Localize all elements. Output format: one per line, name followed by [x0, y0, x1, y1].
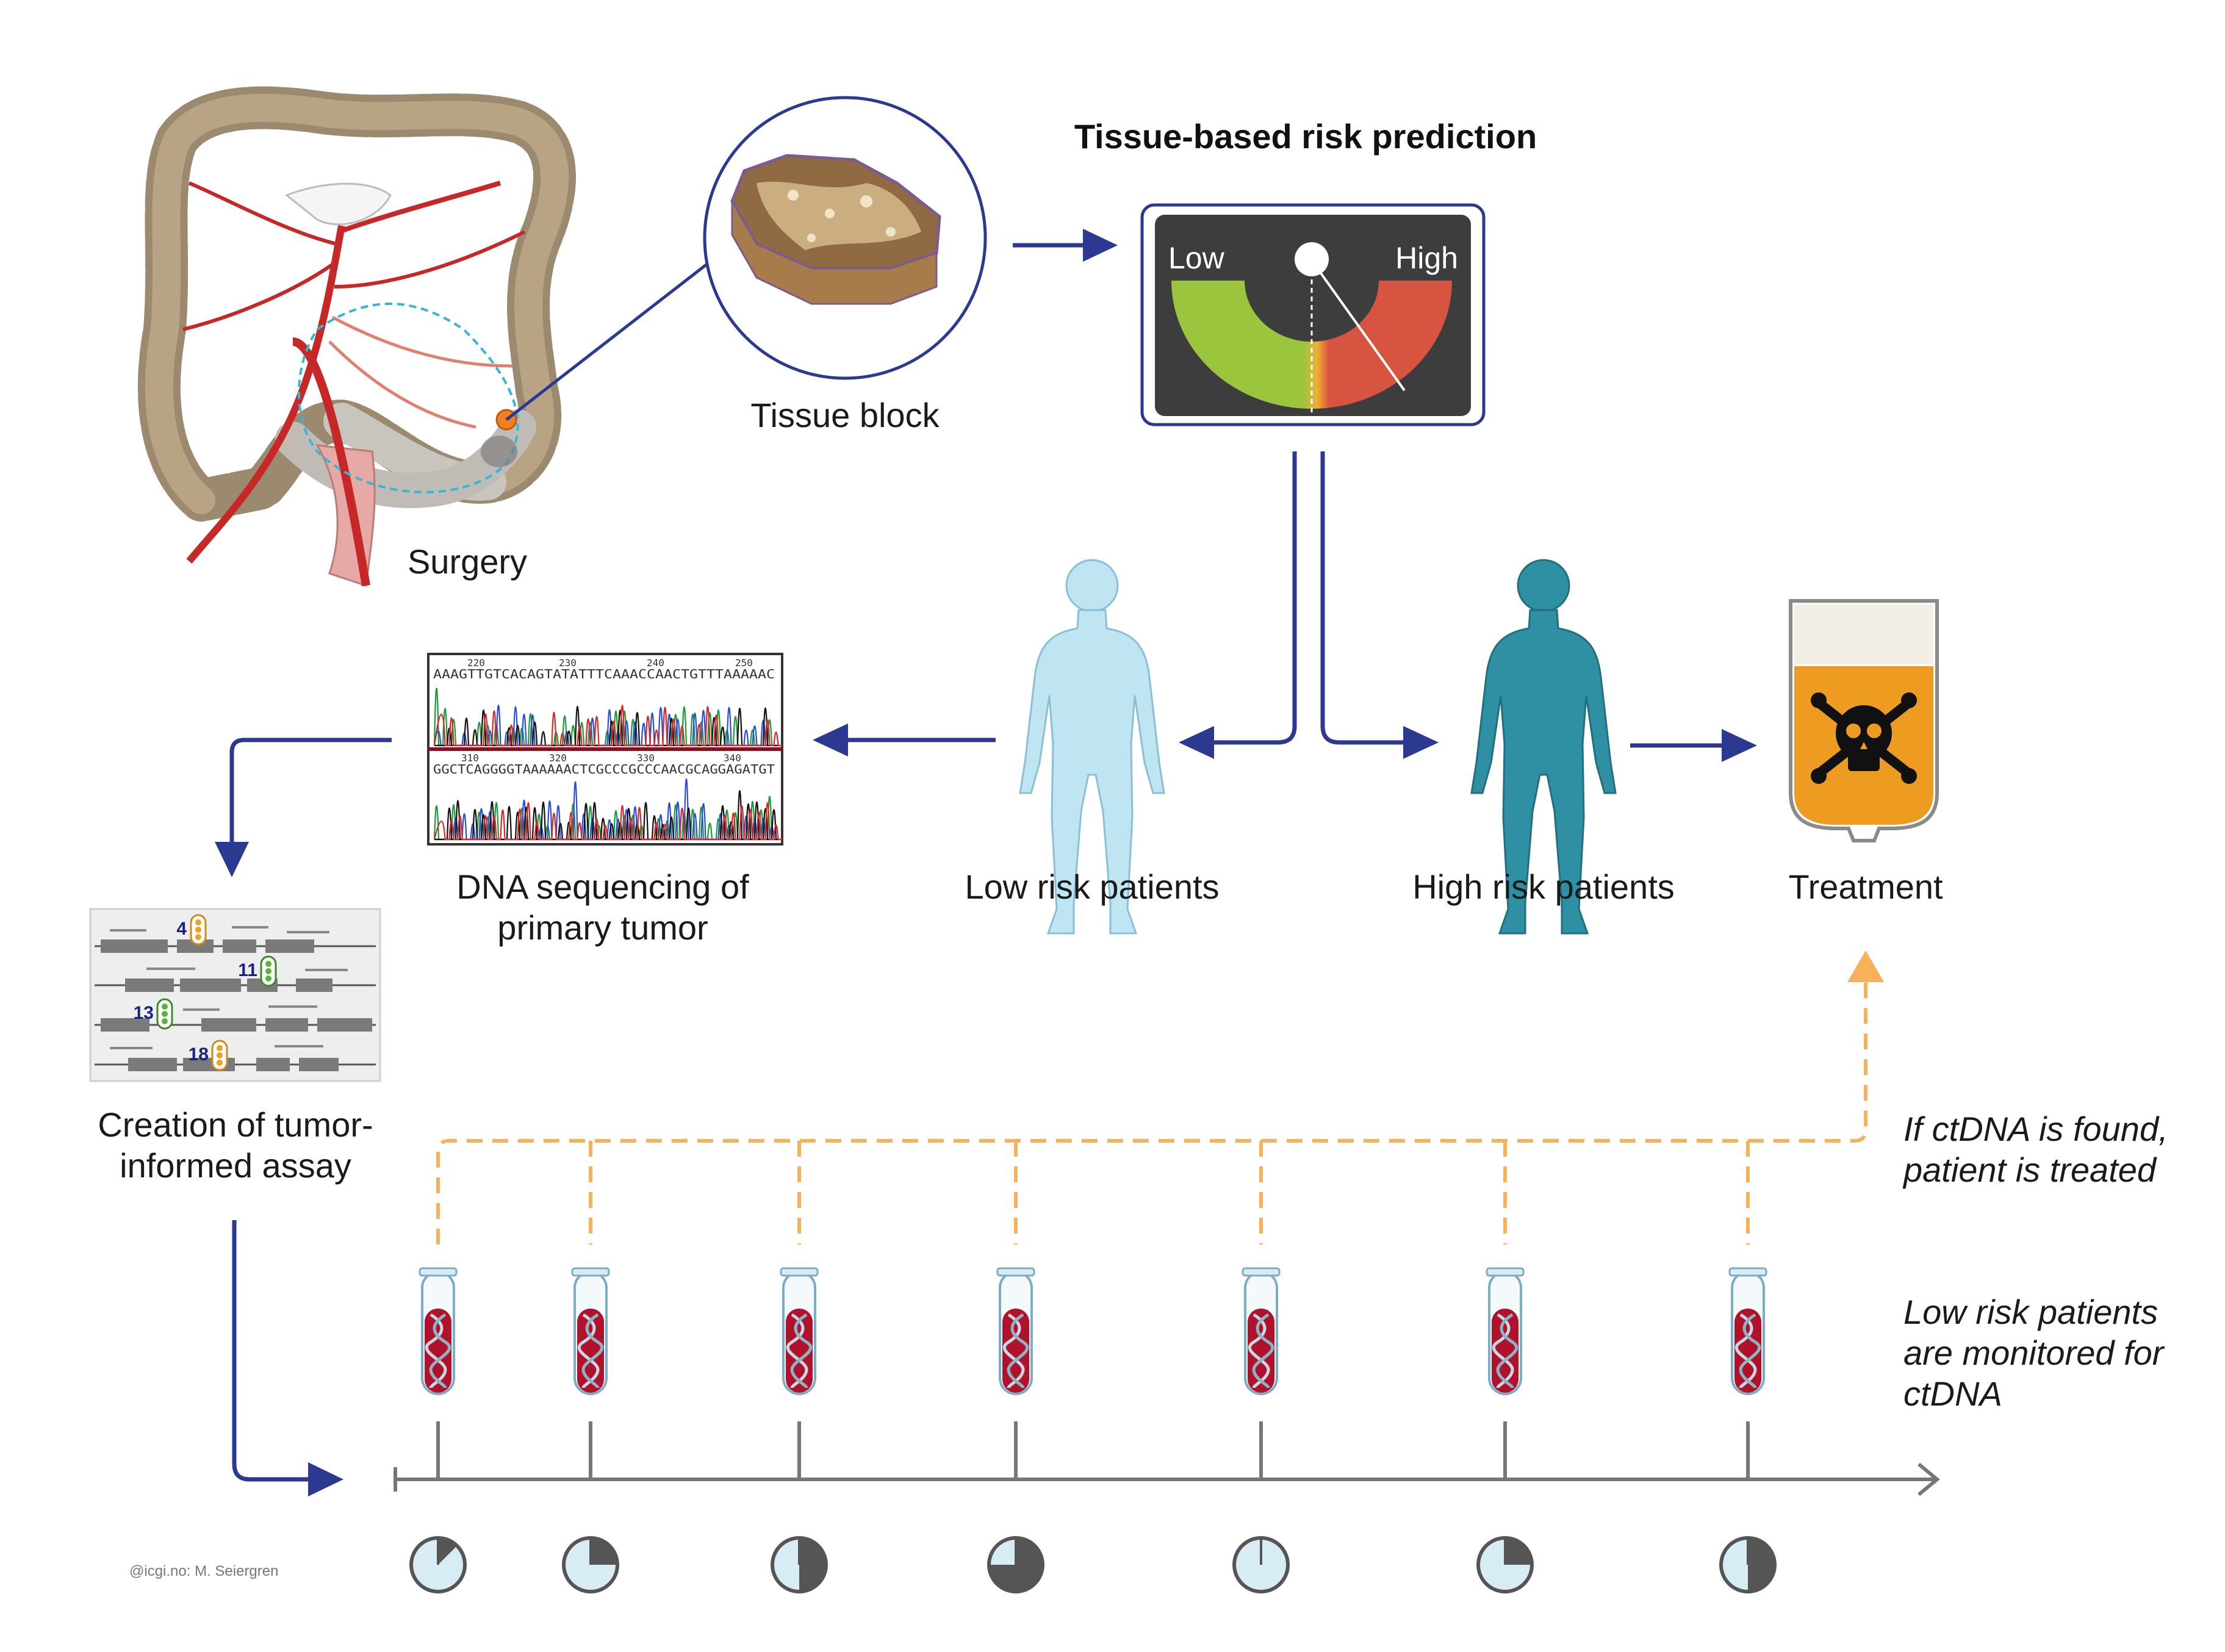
- arrowhead-to-sequencing: [813, 724, 848, 756]
- arrow-to-assay: [229, 738, 392, 842]
- risk-gauge: Low High: [1140, 203, 1486, 426]
- clock-icon: [1232, 1536, 1290, 1593]
- assay-illustration: 4 11 13 18: [89, 908, 381, 1082]
- ctdna-found-line1: If ctDNA is found,: [1903, 1110, 2168, 1148]
- tissue-block-label: Tissue block: [750, 396, 940, 434]
- arrow-to-timeline: [232, 1220, 308, 1482]
- monitored-line3: ctDNA: [1903, 1374, 2002, 1413]
- arrow-to-low-risk: [1214, 451, 1297, 745]
- colon-anatomy-illustration: [137, 86, 576, 587]
- blood-tube-icon: [420, 1268, 456, 1394]
- connector-line: [505, 262, 709, 421]
- monitored-line2: are monitored for: [1903, 1334, 2165, 1372]
- seq-tick-320: 320: [549, 752, 567, 764]
- clock-icon: [987, 1536, 1044, 1593]
- timepoint-t4: [987, 1268, 1044, 1593]
- seq-bases-row1: AAAGTTGTCACAGTATATTTCAAACCAACTGTTTAAAAAC: [433, 667, 775, 681]
- assay-badge-label-13: 13: [134, 1003, 154, 1023]
- seq-tick-240: 240: [647, 657, 664, 669]
- skull-crossbones-icon: [1811, 692, 1917, 784]
- monitoring-timeline: [394, 1268, 1940, 1593]
- blood-tube-icon: [997, 1268, 1034, 1394]
- timepoint-t6: [1476, 1268, 1534, 1593]
- seq-tick-330: 330: [637, 752, 655, 764]
- clock-icon: [1476, 1536, 1534, 1593]
- seq-tick-310: 310: [461, 752, 479, 764]
- high-risk-label: High risk patients: [1412, 867, 1675, 906]
- blood-tube-icon: [1243, 1268, 1279, 1394]
- seq-tick-230: 230: [559, 657, 577, 669]
- surgery-label: Surgery: [408, 542, 527, 581]
- timepoint-t7: [1719, 1268, 1777, 1593]
- timepoint-t5: [1232, 1268, 1290, 1593]
- clock-icon: [409, 1536, 467, 1593]
- tissue-block-illustration: [703, 96, 987, 380]
- arrowhead-to-high-risk: [1403, 726, 1439, 759]
- seq-tick-340: 340: [724, 752, 741, 764]
- blood-tube-icon: [1730, 1268, 1766, 1394]
- assay-label-line2: informed assay: [120, 1146, 351, 1185]
- blood-tube-icon: [781, 1268, 818, 1394]
- arrowhead-to-gauge: [1083, 229, 1118, 262]
- monitored-line1: Low risk patients: [1903, 1293, 2158, 1331]
- arrowhead-to-timeline: [308, 1462, 343, 1496]
- clock-icon: [562, 1536, 619, 1593]
- chromatogram-traces-row2: [433, 778, 783, 841]
- arrowhead-to-treatment: [1722, 729, 1757, 762]
- timepoint-t2: [562, 1268, 619, 1593]
- dna-seq-label-line2: primary tumor: [497, 908, 708, 947]
- ctdna-feedback-path: [436, 950, 1884, 1244]
- arrowhead-to-assay: [215, 842, 249, 877]
- gauge-low-label: Low: [1168, 241, 1225, 275]
- dna-chromatogram: 220 230 240 250 AAAGTTGTCACAGTATATTTCAAA…: [427, 653, 783, 846]
- arrow-to-high-risk: [1320, 451, 1403, 745]
- assay-badge-label-11: 11: [238, 960, 257, 980]
- seq-bases-row2: GGCTCAGGGGTAAAAAACTCGCCCGCCCAACGCAGGAGAT…: [433, 762, 775, 777]
- clock-icon: [771, 1536, 828, 1593]
- blood-tube-icon: [1487, 1268, 1523, 1394]
- timepoint-t3: [771, 1268, 828, 1593]
- chromatogram-traces-row1: [433, 688, 783, 747]
- timepoint-t1: [409, 1268, 467, 1593]
- clock-icon: [1719, 1536, 1777, 1593]
- gauge-high-label: High: [1395, 241, 1458, 275]
- page-title: Tissue-based risk prediction: [1074, 117, 1537, 156]
- low-risk-label: Low risk patients: [965, 867, 1219, 906]
- treatment-label: Treatment: [1788, 867, 1943, 906]
- assay-badge-label-4: 4: [176, 919, 187, 939]
- seq-tick-220: 220: [467, 657, 485, 669]
- dna-seq-label-line1: DNA sequencing of: [456, 867, 749, 906]
- assay-badge-label-18: 18: [189, 1044, 209, 1065]
- seq-tick-250: 250: [735, 657, 753, 669]
- credit-text: @icgi.no: M. Seiergren: [129, 1563, 278, 1579]
- ctdna-found-line2: patient is treated: [1902, 1151, 2157, 1189]
- assay-label-line1: Creation of tumor-: [98, 1105, 373, 1144]
- arrowhead-to-low-risk: [1179, 726, 1214, 759]
- blood-tube-icon: [572, 1268, 609, 1394]
